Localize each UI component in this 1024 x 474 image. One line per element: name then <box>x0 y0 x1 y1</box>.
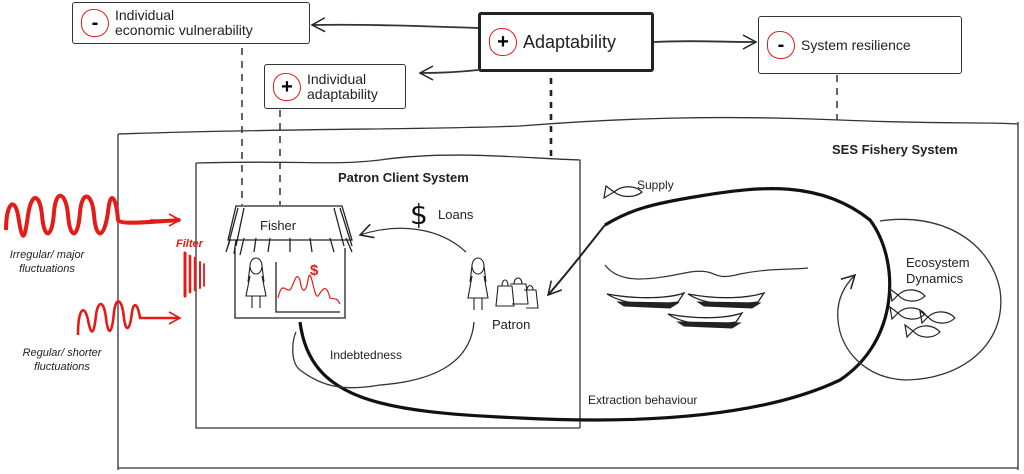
loans-arc <box>358 223 467 253</box>
arrow-supply-to-patron <box>546 224 606 297</box>
patron-client-title: Patron Client System <box>338 170 469 185</box>
filter-label: Filter <box>176 238 203 250</box>
individual-adaptability-box: + Individual adaptability <box>264 64 406 109</box>
label-line2: economic vulnerability <box>115 22 253 38</box>
econ-vulnerability-label: Individual economic vulnerability <box>115 8 253 38</box>
supply-label: Supply <box>637 178 674 192</box>
label-line2: Dynamics <box>906 271 964 286</box>
patron-label: Patron <box>492 317 531 332</box>
arrow-adapt-to-individual <box>418 65 479 81</box>
indebtedness-loop <box>292 321 475 389</box>
plus-icon: + <box>489 28 517 56</box>
loans-label: Loans <box>438 207 474 222</box>
shopping-bags-icon <box>495 277 539 309</box>
minus-icon: - <box>767 31 795 59</box>
adaptability-label: Adaptability <box>523 31 617 52</box>
label-line1: Regular/ shorter <box>22 347 102 359</box>
label-line1: Irregular/ major <box>9 249 85 261</box>
ses-fishery-frame <box>117 116 1019 470</box>
patron-person-icon <box>467 257 489 310</box>
adaptability-box: + Adaptability <box>478 12 654 72</box>
minor-fluctuations-label: Regular/ shorter fluctuations <box>10 346 114 374</box>
arrow-adapt-to-vulnerability <box>310 17 479 33</box>
label-line1: Individual <box>307 70 367 87</box>
extraction-label: Extraction behaviour <box>588 393 698 407</box>
income-dollar-icon: $ <box>310 262 319 279</box>
individual-adaptability-label: Individual adaptability <box>307 70 378 102</box>
income-fluctuation-line <box>277 274 341 305</box>
label-line2: fluctuations <box>34 361 90 373</box>
label-line2: fluctuations <box>19 263 75 275</box>
label-line1: Ecosystem <box>906 255 970 270</box>
fish-school-icon <box>889 287 956 339</box>
fisher-hut-icon <box>225 205 353 319</box>
extraction-loop <box>298 187 892 422</box>
fishing-boats-icon <box>606 291 766 329</box>
supply-fish-icon <box>603 184 643 200</box>
arrow-adapt-to-resilience <box>653 34 758 50</box>
major-fluctuations-label: Irregular/ major fluctuations <box>0 248 94 276</box>
ses-fishery-title: SES Fishery System <box>832 142 958 157</box>
label-line2: adaptability <box>307 85 378 102</box>
ecosystem-label: Ecosystem Dynamics <box>906 255 970 287</box>
filter-icon <box>183 251 205 298</box>
plus-icon: + <box>273 72 301 101</box>
system-resilience-label: System resilience <box>801 36 911 53</box>
loans-dollar-icon: $ <box>410 198 428 231</box>
econ-vulnerability-box: - Individual economic vulnerability <box>72 2 310 44</box>
fisher-label: Fisher <box>260 218 297 233</box>
label-line1: Individual <box>115 7 175 23</box>
indebtedness-label: Indebtedness <box>330 348 403 362</box>
minus-icon: - <box>81 9 109 37</box>
major-fluctuation-wave <box>4 193 181 238</box>
fisher-person-icon <box>245 257 267 308</box>
system-resilience-box: - System resilience <box>758 16 962 74</box>
ecosystem-circle <box>837 218 1002 381</box>
patron-client-frame <box>195 154 581 429</box>
minor-fluctuation-wave <box>76 300 178 336</box>
water-wave-icon <box>604 264 809 280</box>
